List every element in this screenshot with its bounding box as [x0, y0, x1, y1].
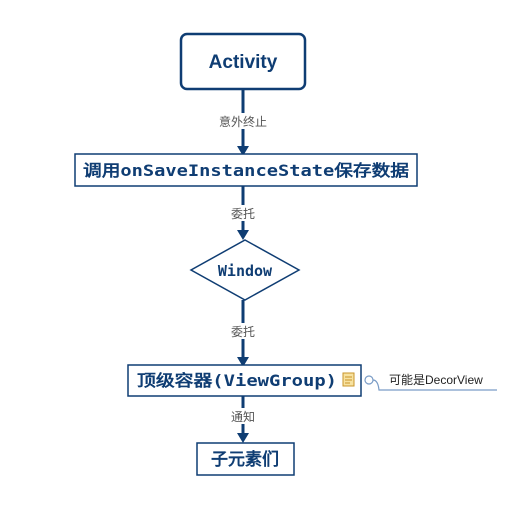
note-icon[interactable]	[342, 372, 355, 387]
callout-text: 可能是DecorView	[389, 373, 483, 387]
node-save-state[interactable]: 调用onSaveInstanceState保存数据	[74, 153, 418, 187]
callout-note: 可能是DecorView	[364, 373, 497, 391]
callout-connector-dot	[364, 375, 374, 385]
edge-labels: 意外终止 委托 委托 通知	[214, 113, 272, 424]
arrowhead-4	[237, 433, 249, 443]
node-activity[interactable]: Activity	[179, 32, 307, 91]
node-children[interactable]: 子元素们	[196, 442, 295, 476]
edge-label-3: 委托	[231, 325, 255, 339]
arrowhead-2	[237, 230, 249, 240]
node-view-group[interactable]: 顶级容器(ViewGroup)	[127, 364, 362, 397]
node-children-label: 子元素们	[211, 449, 279, 470]
edge-label-2: 委托	[231, 207, 255, 221]
node-view-group-label: 顶级容器(ViewGroup)	[137, 371, 337, 390]
node-window[interactable]: Window	[189, 239, 301, 301]
node-save-state-label: 调用onSaveInstanceState保存数据	[83, 161, 409, 180]
node-activity-label: Activity	[209, 52, 278, 73]
callout-line	[372, 379, 497, 391]
arrowhead-3	[237, 357, 249, 367]
edge-label-4: 通知	[231, 410, 255, 424]
node-window-label: Window	[218, 262, 273, 280]
edge-label-1: 意外终止	[219, 114, 267, 129]
arrowhead-1	[237, 146, 249, 156]
